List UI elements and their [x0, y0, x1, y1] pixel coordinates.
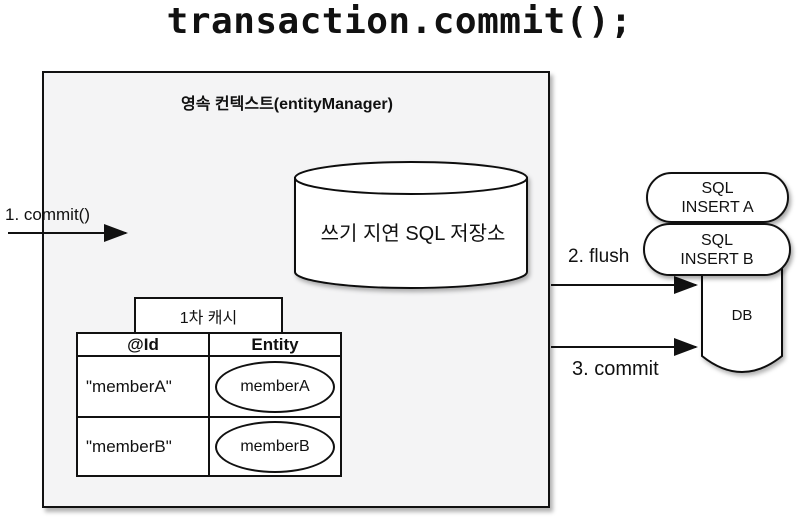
arrow-label-commit-in: 1. commit(): [5, 205, 90, 224]
sql-insert-a-box: SQL INSERT A: [646, 172, 789, 223]
sql-insert-a-line2: INSERT A: [681, 198, 754, 216]
cache-row-entity-cell: memberA: [210, 357, 340, 418]
entity-ellipse: memberB: [215, 420, 335, 473]
sql-insert-b-box: SQL INSERT B: [643, 223, 791, 276]
arrow-label-commit-out: 3. commit: [572, 358, 659, 380]
cache-row-id: "memberA": [78, 357, 210, 418]
title-code-text: transaction.commit();: [166, 1, 633, 42]
cache-row-entity-cell: memberB: [210, 418, 340, 475]
db-cylinder: [701, 267, 783, 373]
cache-table-header-entity: Entity: [210, 334, 340, 357]
sql-insert-a-line1: SQL: [701, 179, 734, 197]
cache-table: @Id Entity "memberA" memberA "memberB" m…: [76, 332, 342, 477]
first-level-cache-label-box: 1차 캐시: [134, 297, 283, 334]
sql-store-cylinder: [294, 161, 528, 289]
cache-row-id: "memberB": [78, 418, 210, 475]
entity-ellipse: memberA: [215, 360, 335, 413]
first-level-cache-label: 1차 캐시: [179, 309, 238, 327]
db-label: DB: [731, 307, 753, 324]
sql-store-label: 쓰기 지연 SQL 저장소: [320, 223, 506, 245]
cache-table-header-id: @Id: [78, 334, 210, 357]
sql-insert-b-line2: INSERT B: [680, 250, 754, 268]
arrow-label-flush: 2. flush: [568, 246, 630, 267]
sql-insert-b-line1: SQL: [700, 231, 733, 249]
persistence-context-title: 영속 컨텍스트(entityManager): [181, 96, 393, 113]
